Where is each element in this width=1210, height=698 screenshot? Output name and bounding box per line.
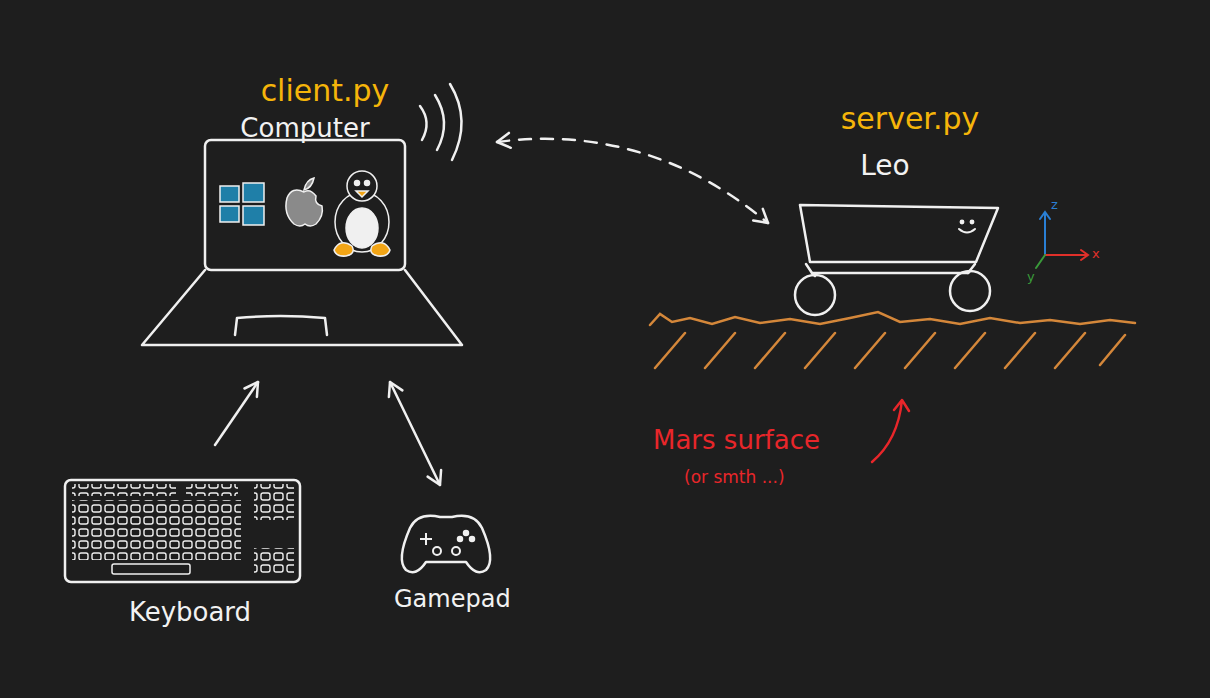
spacebar	[112, 564, 190, 574]
device-name: Gamepad	[394, 586, 511, 614]
apple-logo	[286, 178, 322, 226]
tux-belly	[346, 208, 378, 248]
tux-logo	[334, 171, 390, 256]
x-axis	[1045, 250, 1088, 260]
note-text: Mars surface	[653, 426, 820, 456]
keyboard-drawing	[65, 480, 300, 582]
axis-label: y	[1027, 270, 1035, 285]
gamepad-button	[458, 537, 462, 541]
gamepad-button	[464, 531, 468, 535]
wifi-wave	[450, 84, 462, 160]
ground-hatch	[655, 333, 1125, 368]
connector-line	[390, 382, 440, 485]
callout-arrow	[872, 400, 909, 462]
wifi-wave	[435, 95, 444, 150]
key-row	[186, 484, 238, 496]
axis-label: x	[1092, 247, 1100, 262]
rover-node: server.pyLeo	[790, 98, 1005, 315]
device-name: Keyboard	[129, 598, 251, 628]
windows-logo	[220, 183, 264, 225]
gamepad-stick	[452, 547, 460, 555]
connector-line	[497, 139, 768, 223]
logo-pane	[220, 186, 239, 202]
laptop-touchpad	[235, 316, 327, 335]
ground-line	[650, 312, 1135, 325]
key-block	[254, 484, 294, 520]
logo-pane	[243, 206, 264, 225]
keyboard-node: Keyboard	[60, 475, 305, 640]
computer-node: client.pyComputer	[140, 72, 475, 357]
rover-drawing	[795, 205, 998, 315]
gamepad-stick	[433, 547, 441, 555]
key-block	[254, 548, 294, 574]
arrow-head	[497, 133, 511, 148]
gamepad-dpad	[420, 533, 432, 545]
file-name: client.py	[261, 74, 390, 109]
rover-eye	[961, 221, 963, 223]
rover-chassis	[806, 264, 975, 273]
logo-pane	[243, 183, 264, 202]
laptop-screen	[205, 140, 405, 270]
y-axis	[1036, 255, 1045, 268]
axes-symbol	[1036, 212, 1088, 268]
connector-arrow	[389, 382, 441, 485]
arrow-head	[389, 382, 403, 397]
keyboard-frame	[65, 480, 300, 582]
laptop-drawing	[142, 84, 462, 345]
device-name: Computer	[240, 114, 369, 144]
z-axis	[1040, 212, 1050, 255]
gamepad-button	[470, 537, 474, 541]
rover-eye	[971, 221, 973, 223]
rover-smile	[959, 229, 975, 233]
connector-arrow	[215, 382, 258, 445]
wifi-wave	[420, 106, 427, 140]
tux-foot	[334, 243, 353, 256]
laptop-base	[142, 270, 462, 345]
arrow-head	[753, 209, 768, 223]
tux-beak	[356, 191, 368, 197]
tux-eye	[365, 181, 370, 186]
mars-ground	[650, 312, 1135, 368]
key-block	[72, 500, 241, 560]
apple-body	[286, 190, 322, 226]
rover-wheel	[795, 275, 835, 315]
connector-line	[215, 382, 258, 445]
file-name: server.py	[841, 102, 980, 137]
logo-pane	[220, 206, 239, 222]
tux-head	[347, 171, 377, 201]
tux-foot	[371, 243, 390, 256]
tux-eye	[355, 181, 360, 186]
arrow-head	[245, 382, 259, 397]
apple-leaf	[304, 178, 314, 190]
gamepad-node: Gamepad	[392, 500, 517, 628]
rover-body	[800, 205, 998, 262]
axis-label: z	[1051, 198, 1058, 213]
gamepad-drawing	[402, 516, 490, 572]
rover-wheel	[950, 271, 990, 311]
arrow-head	[428, 470, 442, 485]
key-row	[72, 484, 176, 496]
gamepad-body	[402, 516, 490, 572]
device-name: Leo	[860, 150, 909, 182]
connector-arrow	[497, 133, 768, 223]
note-text: (or smth ...)	[684, 468, 785, 488]
